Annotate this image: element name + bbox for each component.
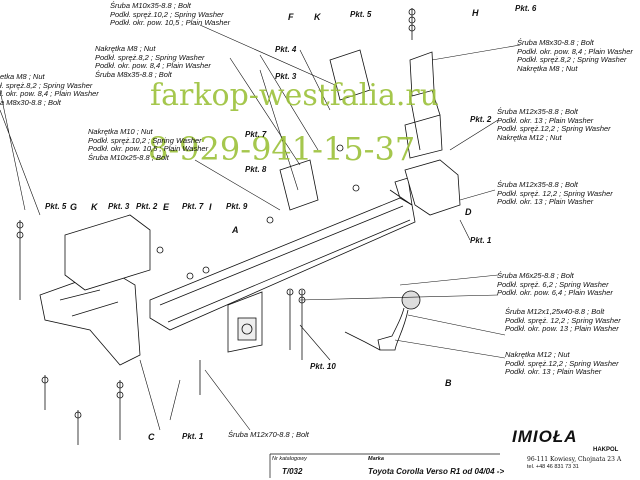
leader-lines <box>0 24 521 431</box>
vehicle-model: Toyota Corolla Verso R1 od 04/04 -> <box>368 467 505 476</box>
pkt-tag: Pkt. 1 <box>470 236 492 245</box>
right-side-bracket <box>404 51 461 216</box>
pkt-tag: Pkt. 4 <box>275 45 297 54</box>
part-letter: A <box>232 225 239 235</box>
pkt-tag: Pkt. 10 <box>310 362 336 371</box>
brand-label: Marka <box>368 456 384 462</box>
ball-bracket <box>227 291 263 353</box>
part-letter: D <box>465 207 472 217</box>
left-side-bracket <box>39 214 151 366</box>
pkt-tag: Pkt. 3 <box>275 72 297 81</box>
pkt-tag: Pkt. 3 <box>108 202 130 211</box>
part-letter: F <box>288 12 294 22</box>
part-letter: I <box>209 202 212 212</box>
tow-ball <box>344 290 421 351</box>
part-letter: G <box>70 202 78 212</box>
pkt-tag: Pkt. 2 <box>136 202 158 211</box>
company-address: 96-111 Kowiesy, Chojnata 23 A <box>527 456 622 463</box>
main-crossbar <box>149 177 416 331</box>
watermark-site: farkop-westfalia.ru <box>150 78 440 113</box>
callout-m12x70: Śruba M12x70-8.8 ; Bolt <box>228 430 309 439</box>
company-sub: HAKPOL <box>593 447 619 453</box>
part-letter: B <box>445 378 452 388</box>
pkt-tag: Pkt. 7 <box>245 130 267 139</box>
pkt-tag: Pkt. 2 <box>470 115 492 124</box>
company-logo: IMIOŁA <box>512 427 578 446</box>
part-letter: K <box>314 12 321 22</box>
pkt-tag: Pkt. 5 <box>350 10 372 19</box>
pkt-tag: Pkt. 9 <box>226 202 248 211</box>
pkt-tag: Pkt. 7 <box>182 202 204 211</box>
part-letter: H <box>472 8 479 18</box>
pkt-tag: Pkt. 8 <box>245 165 267 174</box>
part-letter: E <box>163 202 170 212</box>
pkt-tag: Pkt. 1 <box>182 432 204 441</box>
top-left-brackets <box>279 49 371 211</box>
bolt-stacks <box>16 8 416 445</box>
catalog-label: Nr katalogowy <box>272 456 307 462</box>
pkt-tag: Pkt. 5 <box>45 202 67 211</box>
part-letter: C <box>148 432 155 442</box>
company-phone: tel. +48 46 831 73 31 <box>527 464 579 470</box>
catalog-number: T/032 <box>282 467 303 476</box>
footer-frame <box>269 453 500 478</box>
part-letter: K <box>91 202 98 212</box>
watermark-phone: 8-929-941-15-37 <box>148 130 416 168</box>
pkt-tag: Pkt. 6 <box>515 4 537 13</box>
